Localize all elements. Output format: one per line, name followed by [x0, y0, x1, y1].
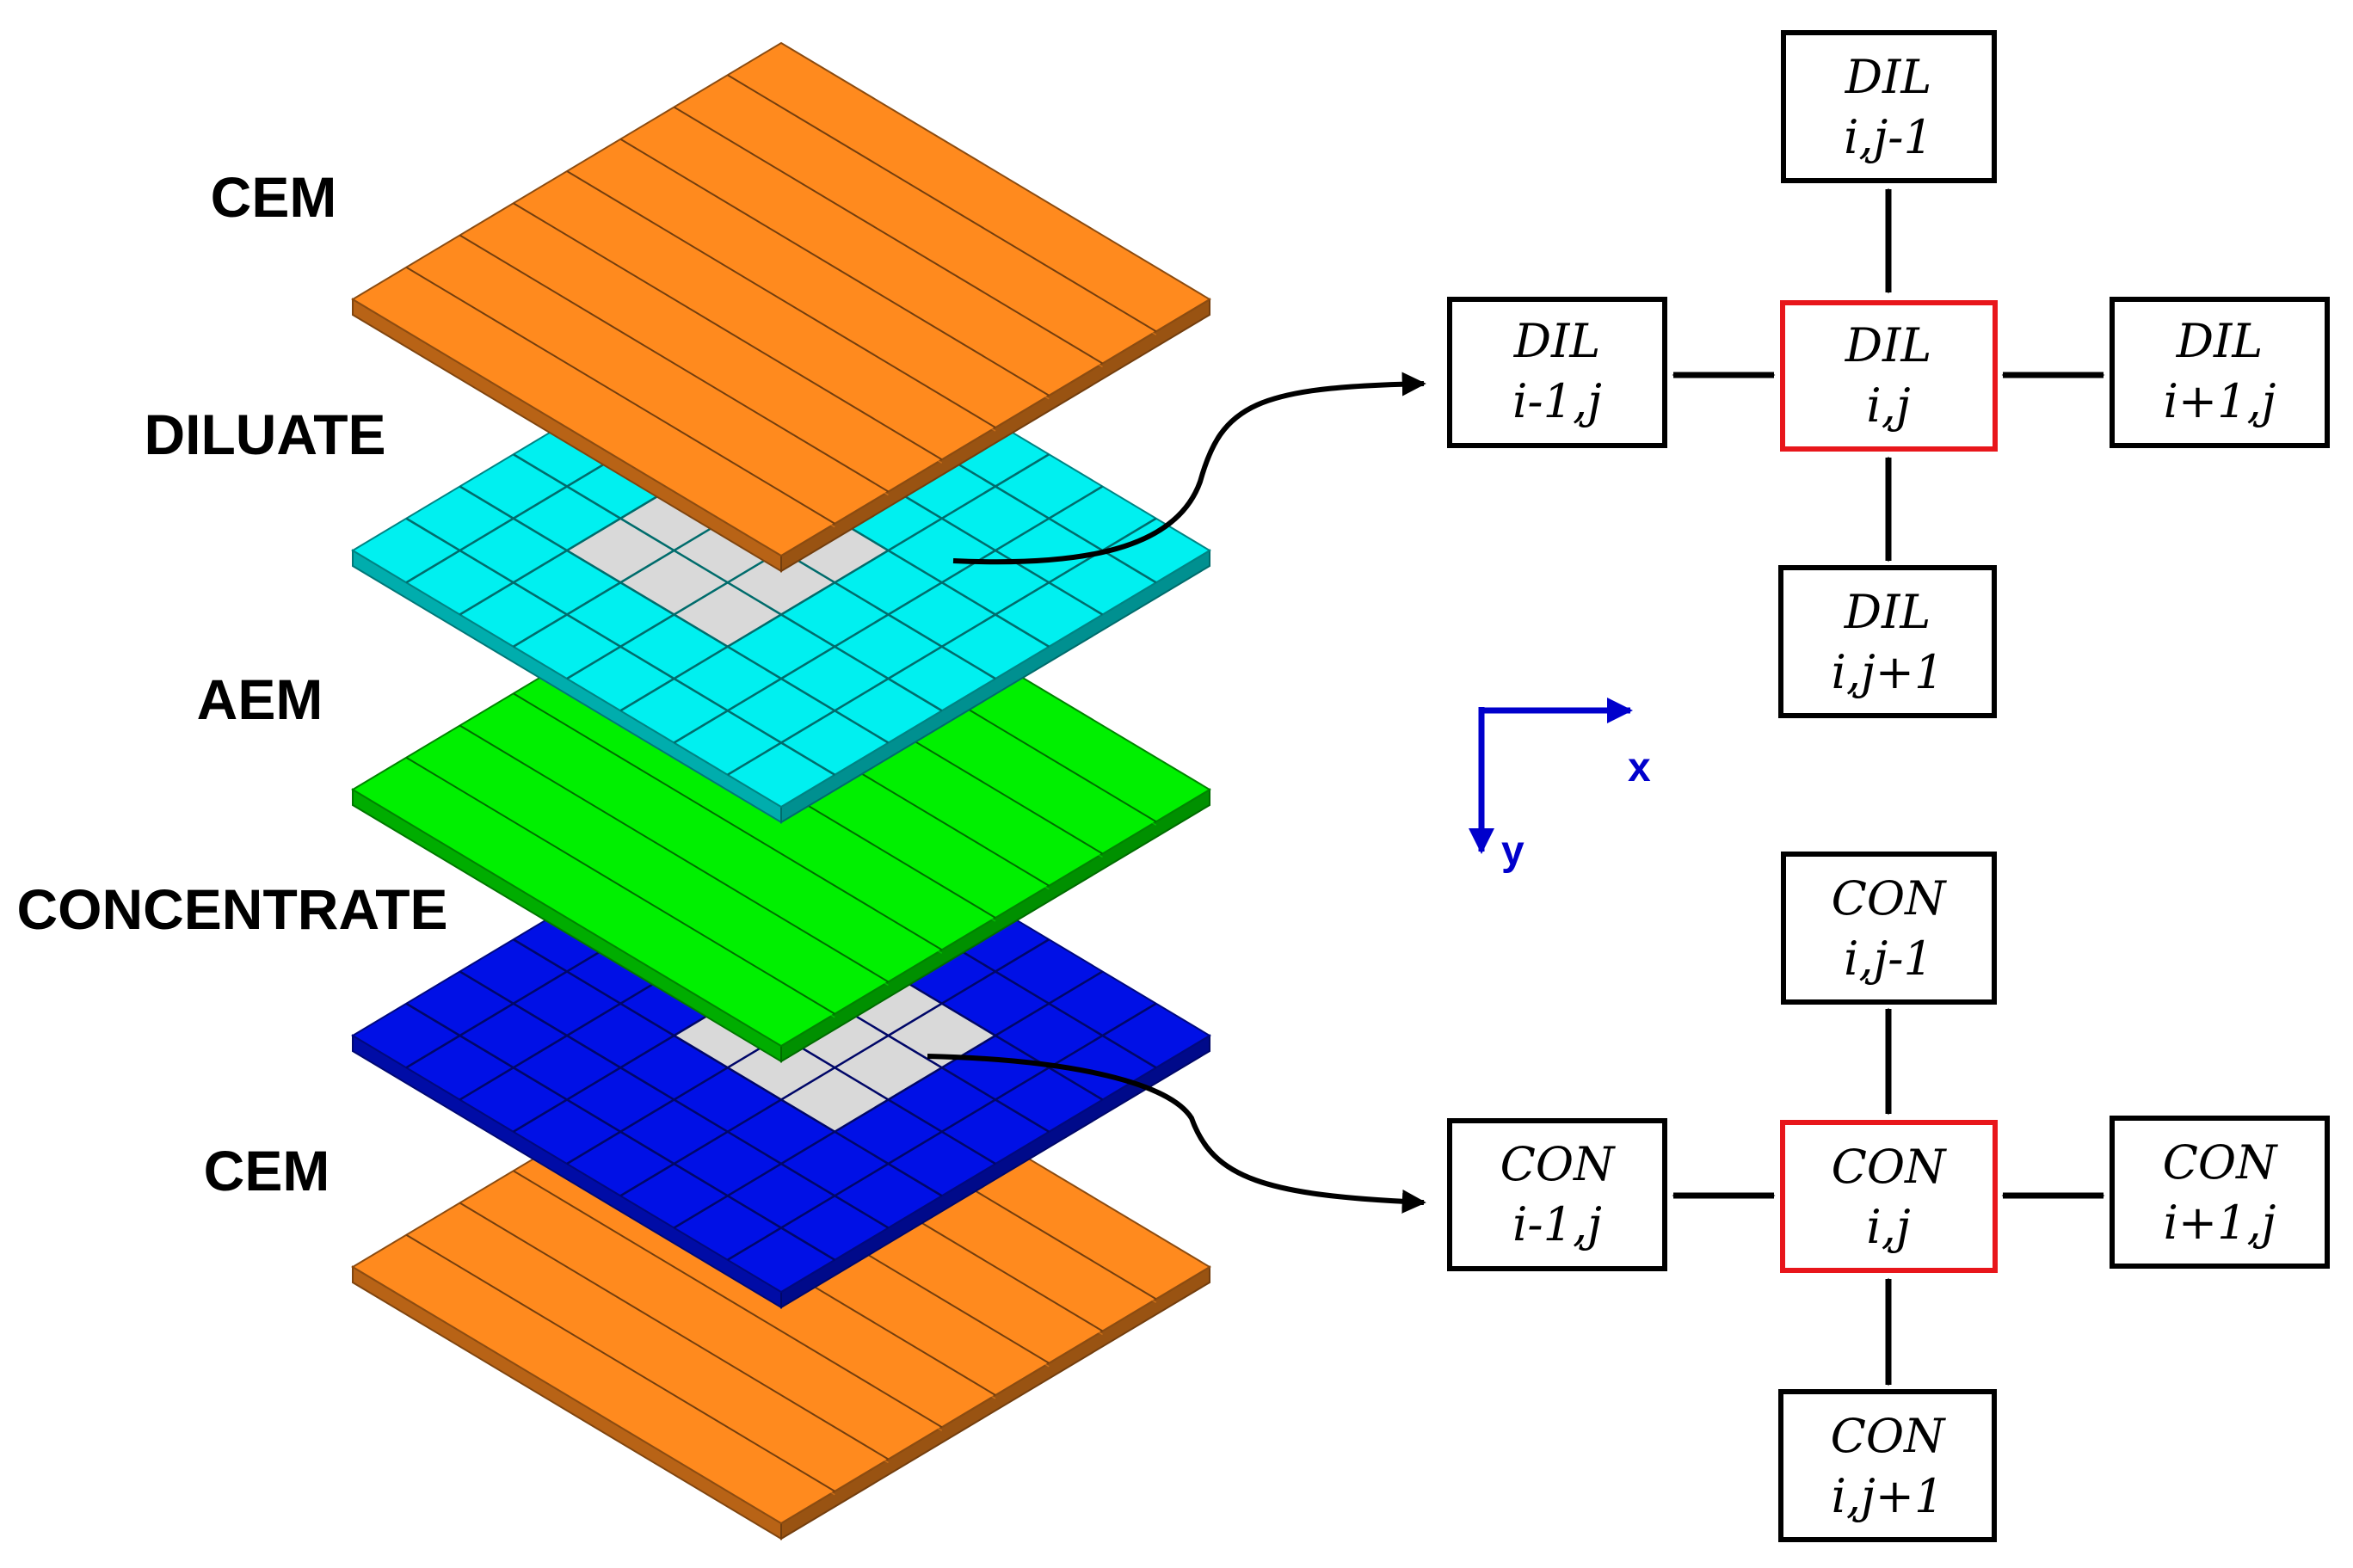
con-cell-south-index: i,j+1	[1832, 1469, 1944, 1523]
dil-cell-west-index: i-1,j	[1512, 374, 1602, 428]
aem-ridge-highlight	[405, 760, 835, 1018]
cem-top-ridge-line	[405, 266, 835, 525]
con-cell-center	[1780, 1120, 1998, 1273]
con-cell-south	[1778, 1389, 1997, 1542]
cem-bottom-ridge-highlight	[459, 1205, 889, 1464]
cem-top-ridge-highlight	[619, 142, 1050, 400]
cem-top-ridge-highlight	[566, 174, 996, 432]
dil-cell-south-name: DIL	[1844, 585, 1931, 639]
con-cell-north-index: i,j-1	[1844, 932, 1933, 986]
diluate-callout-connector	[952, 372, 1426, 565]
dil-cell-west-name: DIL	[1513, 314, 1601, 368]
diluate-grid-line-u	[619, 453, 1050, 712]
con-cell-center-name: CON	[1832, 1140, 1948, 1194]
cem-bottom-ridge-line	[513, 1170, 943, 1429]
dil-cell-south-index: i,j+1	[1832, 645, 1944, 699]
concentrate-grid-line-u	[619, 938, 1050, 1197]
aem-ridge-highlight	[459, 728, 889, 987]
concentrate-grid-line-u	[727, 1002, 1157, 1261]
diluate-grid-line-v	[513, 453, 943, 712]
cem-bottom-ridge-line	[405, 1233, 835, 1492]
x-axis-label: x	[1628, 745, 1651, 790]
con-cell-west	[1447, 1118, 1667, 1271]
cem-bottom-ridge-line	[459, 1202, 890, 1460]
concentrate-stencil-grid: CON i,j-1 CON i-1,j CON i,j CON i+1,j CO…	[1447, 852, 2330, 1542]
cem-bottom-ridge-highlight	[513, 1173, 943, 1431]
cem-top-ridge-line	[727, 74, 1157, 333]
diluate-stencil-grid: DIL i,j-1 DIL i-1,j DIL i,j DIL i+1,j DI…	[1447, 30, 2330, 718]
cem-top-ridge-line	[673, 106, 1104, 365]
cem-top-ridge-highlight	[727, 77, 1157, 335]
cem-bottom-ridge-highlight	[405, 1238, 835, 1496]
dil-cell-west	[1447, 297, 1667, 448]
concentrate-grid-line-v	[405, 1002, 835, 1261]
con-cell-north	[1781, 852, 1997, 1005]
dil-cell-center	[1780, 300, 1998, 452]
cem-top-ridge-highlight	[674, 109, 1103, 368]
con-cell-west-name: CON	[1500, 1137, 1617, 1191]
con-cell-north-name: CON	[1832, 871, 1948, 925]
dil-cell-center-index: i,j	[1866, 378, 1910, 433]
cem-top-ridge-line	[459, 234, 890, 493]
concentrate-grid-line-u	[673, 970, 1104, 1229]
con-cell-east-name: CON	[2163, 1135, 2279, 1190]
diluate-grid-line-v	[459, 485, 890, 744]
dil-cell-north	[1781, 30, 1997, 183]
layer-label-concentrate: CONCENTRATE	[16, 877, 447, 941]
con-cell-west-index: i-1,j	[1512, 1197, 1602, 1251]
layer-label-cem-top: CEM	[211, 165, 337, 229]
concentrate-grid-line-v	[513, 938, 943, 1197]
con-cell-center-index: i,j	[1866, 1200, 1910, 1254]
aem-ridge-line	[459, 724, 890, 983]
diluate-grid-line-u	[673, 485, 1104, 744]
aem-ridge-line	[513, 692, 943, 951]
dil-cell-east-name: DIL	[2176, 314, 2264, 368]
concentrate-grid-line-v	[459, 970, 890, 1229]
dil-cell-north-index: i,j-1	[1844, 110, 1933, 164]
dil-cell-east-index: i+1,j	[2164, 374, 2276, 428]
cem-top-ridge-highlight	[405, 270, 835, 528]
cem-top-ridge-highlight	[513, 206, 943, 464]
y-axis-label: y	[1501, 828, 1525, 874]
dil-cell-south	[1778, 565, 1997, 718]
con-cell-east-index: i+1,j	[2164, 1196, 2276, 1250]
con-cell-east	[2110, 1116, 2330, 1269]
cem-top-layer	[351, 41, 1211, 573]
layer-label-cem-bottom: CEM	[204, 1139, 330, 1202]
cem-top-ridge-highlight	[459, 237, 889, 496]
coordinate-axes: x y	[1469, 698, 1651, 874]
concentrate-callout-connector	[927, 1054, 1426, 1214]
cem-top-ridge-line	[619, 138, 1050, 397]
aem-ridge-highlight	[513, 696, 943, 954]
aem-ridge-line	[405, 756, 835, 1015]
dil-cell-center-name: DIL	[1845, 318, 1932, 372]
cem-top-ridge-line	[566, 170, 996, 428]
dil-cell-east	[2110, 297, 2330, 448]
con-cell-south-name: CON	[1831, 1409, 1947, 1463]
diluate-grid-line-u	[727, 517, 1157, 776]
layer-label-diluate: DILUATE	[144, 403, 385, 466]
layer-label-aem: AEM	[197, 667, 323, 731]
diluate-grid-line-v	[405, 517, 835, 776]
dil-cell-north-name: DIL	[1845, 50, 1932, 104]
cem-top-ridge-line	[513, 202, 943, 461]
